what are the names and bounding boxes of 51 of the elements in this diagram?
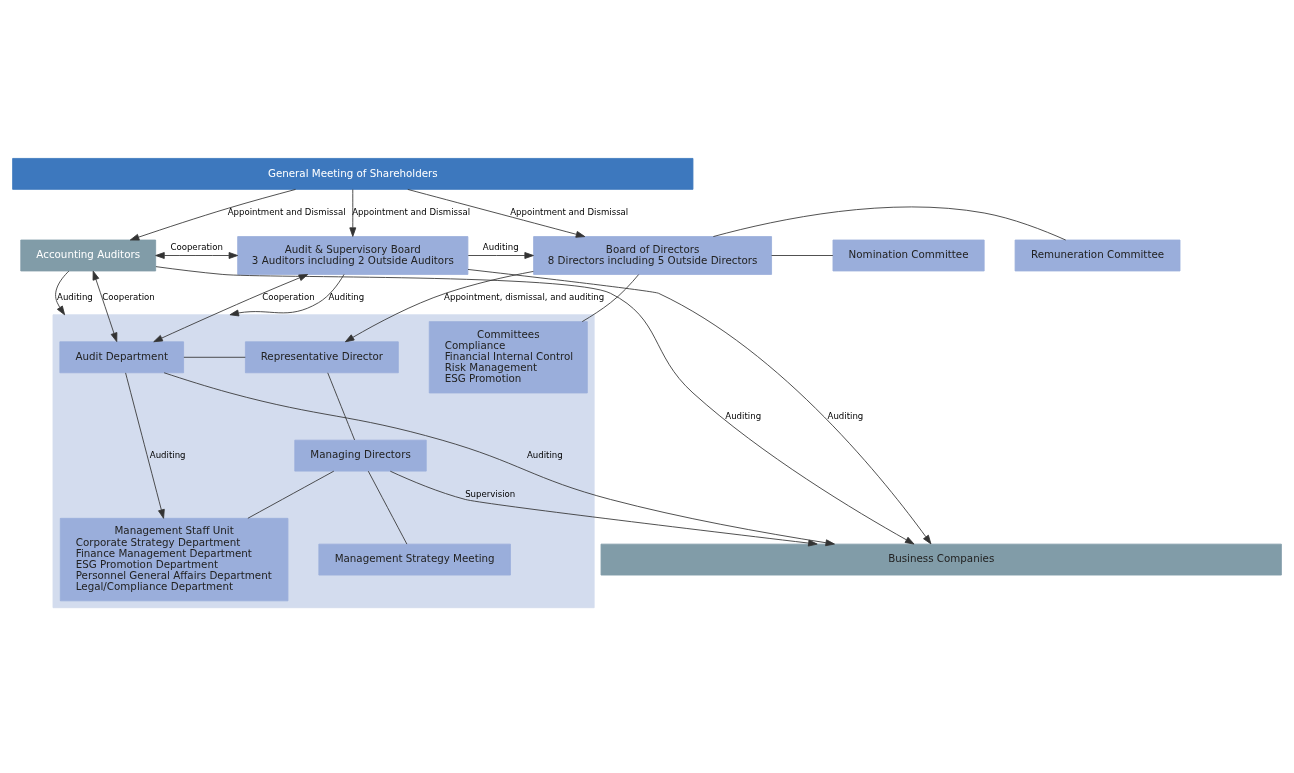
connector: [771, 255, 834, 256]
connector: [183, 356, 246, 358]
node-box: Management Strategy Meeting: [318, 543, 511, 576]
edge-label: Auditing: [827, 410, 864, 421]
arrow: [163, 372, 835, 547]
arrow: [467, 269, 932, 545]
connector: [581, 274, 640, 323]
edge-label: Cooperation: [262, 292, 315, 303]
arrow: [125, 372, 165, 519]
edge-label: Appointment, dismissal, and auditing: [444, 292, 605, 303]
edge-label: Cooperation: [102, 292, 155, 303]
arrow: [344, 271, 534, 343]
arrow: [155, 266, 915, 545]
node-box: Managing Directors: [294, 439, 427, 472]
arrow: [467, 252, 534, 259]
node-box: Audit & Supervisory Board 3 Auditors including 2 Outside Auditors: [237, 236, 469, 275]
node-box: Committees Compliance Financial Internal Control Risk Management ESG Promotion: [428, 321, 588, 394]
node-box: Accounting Auditors: [20, 239, 157, 272]
node-box: Representative Director: [245, 341, 399, 374]
node-box: General Meeting of Shareholders: [12, 158, 694, 190]
arrow: [129, 189, 296, 241]
cluster: [52, 314, 595, 609]
edge-label: Auditing: [149, 449, 186, 460]
arrow: [407, 189, 586, 238]
node-box: Nomination Committee: [832, 239, 985, 272]
arrow: [349, 189, 357, 237]
node-box: Management Staff Unit Corporate Strategy Department Finance Management Department ESG Promotion Department Personnel General Affairs Department Legal/Compliance Department: [59, 517, 289, 602]
node-box: Remuneration Committee: [1014, 239, 1181, 272]
connector: [247, 470, 335, 519]
edge-label: Auditing: [328, 292, 365, 303]
connector: [327, 372, 356, 441]
arrow: [153, 274, 309, 343]
node-box: Audit Department: [59, 341, 184, 374]
arrow: [389, 470, 818, 547]
edge-label: Auditing: [725, 410, 762, 421]
edge-label: Cooperation: [170, 242, 223, 253]
connector: [712, 206, 1067, 241]
arrow: [55, 270, 70, 316]
edge-label: Appointment and Dismissal: [510, 207, 629, 218]
arrow: [229, 274, 345, 317]
edge-label: Appointment and Dismissal: [227, 207, 346, 218]
edge-label: Auditing: [57, 292, 93, 303]
node-box: Board of Directors 8 Directors including 5 Outside Directors: [533, 236, 772, 275]
edge-label: Appointment and Dismissal: [352, 207, 471, 218]
arrow: [92, 270, 118, 343]
edge-label: Auditing: [526, 449, 563, 460]
edge-label: Supervision: [465, 488, 516, 499]
edge-label: Auditing: [482, 242, 519, 253]
connector: [367, 470, 408, 545]
arrow: [155, 252, 239, 259]
node-box: Business Companies: [600, 543, 1282, 576]
